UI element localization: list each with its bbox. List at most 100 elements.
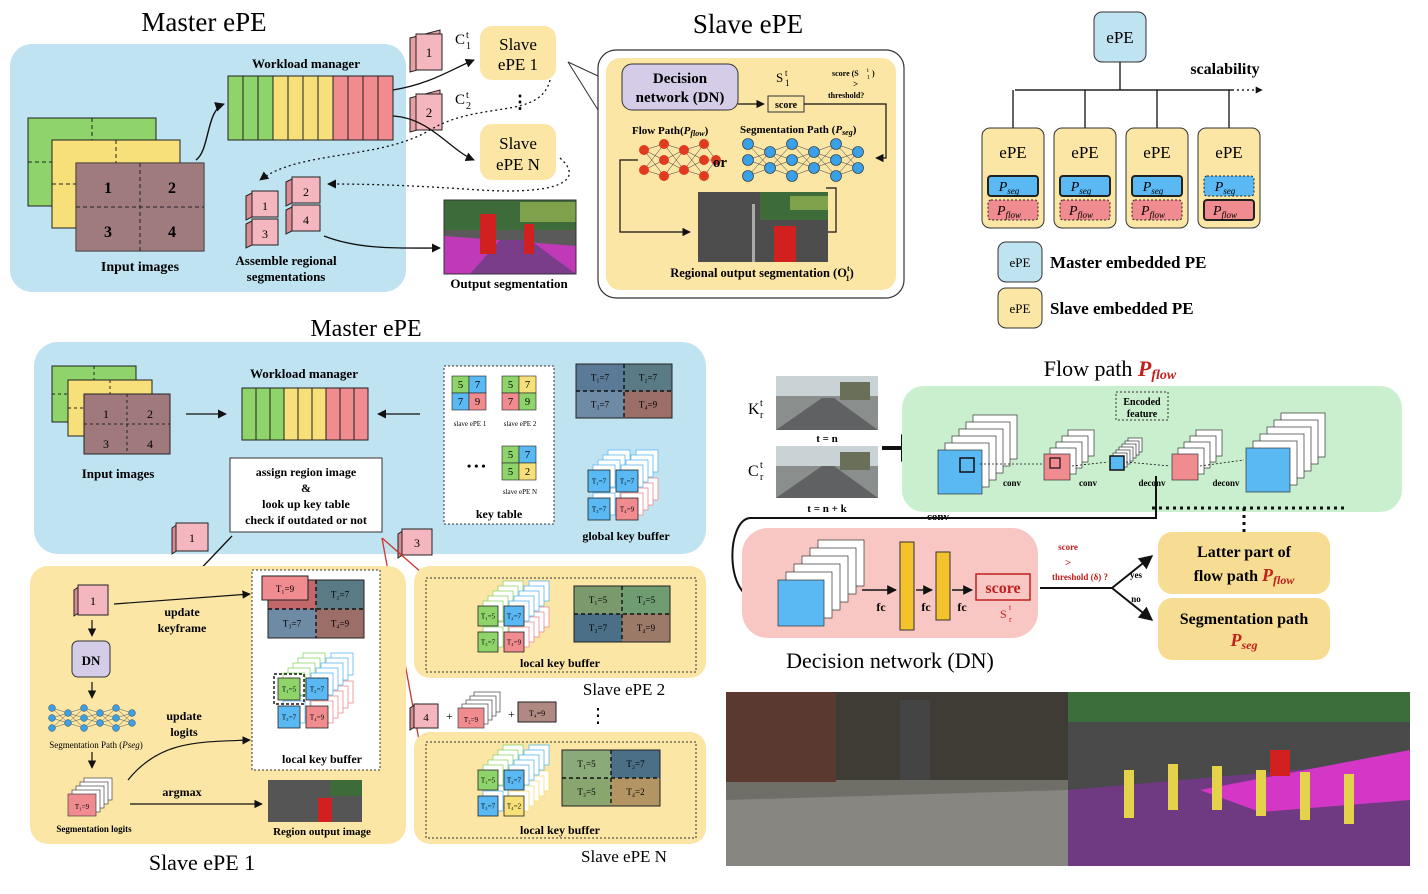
- arrow-no: [1111, 587, 1154, 621]
- map-quadrant: [624, 391, 672, 418]
- seg-path-label-bottom: Segmentation Path (: [49, 740, 122, 750]
- neuron: [112, 724, 120, 732]
- s-label: S: [776, 70, 783, 85]
- packet-label: 1: [90, 594, 96, 608]
- output-segmentation-image: [443, 199, 577, 275]
- stack-card: [477, 631, 499, 653]
- neuron: [830, 170, 842, 182]
- return-path-1: [259, 79, 551, 181]
- arrow-wm-to-slave1: [392, 58, 475, 91]
- key-cell: [518, 392, 537, 411]
- regional-sub: 1: [846, 274, 850, 283]
- map-t-label: T₁=7: [591, 373, 610, 383]
- map-t-label: T₃=7: [589, 623, 608, 633]
- arrow-wm-to-slaveN: [392, 115, 475, 162]
- epe-node-title: ePE: [1215, 143, 1242, 162]
- arrow-flow-to-output: [619, 159, 691, 237]
- segmentation-output-image: [1068, 692, 1410, 866]
- map-quadrant: [562, 750, 611, 778]
- segmentation-path-network: [742, 138, 864, 182]
- cr-sup: t: [760, 460, 763, 471]
- sr-label: S: [1000, 607, 1007, 621]
- t-nk-label: t = n + k: [807, 503, 847, 515]
- bottom-master-title: Master ePE: [310, 316, 421, 342]
- c2-sub: 2: [466, 101, 471, 112]
- neuron: [48, 724, 56, 732]
- svg-text:Pseg: Pseg: [1230, 630, 1258, 652]
- assign-l2: &: [301, 481, 311, 495]
- cond-sup: t: [867, 68, 869, 74]
- mid-card-b-text: T₄=9: [529, 709, 545, 718]
- stack-card: [305, 705, 329, 729]
- fc-bar-2: [935, 551, 951, 621]
- quadrant-label: 2: [147, 407, 153, 421]
- c1-text: C: [455, 32, 465, 48]
- c2-sup: t: [466, 90, 469, 101]
- stack-card-label: T₁=5: [481, 776, 496, 784]
- map-quadrant: [316, 580, 364, 609]
- return-path-n: [327, 157, 570, 192]
- neuron: [48, 714, 56, 722]
- t-n-label: t = n: [816, 433, 838, 445]
- kt-dots: • • •: [467, 459, 486, 473]
- tile-label: 1: [262, 199, 268, 213]
- legend-slave-box: [997, 287, 1043, 329]
- neuron: [808, 162, 820, 174]
- map-t-label: T₄=9: [637, 623, 656, 633]
- kt-cell-label: slave ePE 2: [504, 420, 537, 428]
- regional-close: ): [850, 266, 854, 280]
- c1-sup: t: [466, 30, 469, 41]
- quadrant-label: 1: [104, 180, 112, 197]
- pseg-box: [987, 175, 1039, 197]
- svg-text:C: C: [455, 32, 465, 48]
- cr-label: C: [748, 463, 759, 480]
- slave-epe-1-panel: Slave ePE 1 1 DN Segmentation Path (Pseg…: [30, 566, 406, 875]
- mini-segmentation-network: [48, 704, 136, 732]
- legend-master-label: Master embedded PE: [1050, 253, 1206, 272]
- neuron: [679, 145, 689, 155]
- map-quadrant: [611, 778, 660, 806]
- key-cell: [468, 392, 487, 411]
- neuron: [699, 171, 709, 181]
- svg-text:S: S: [1000, 607, 1007, 621]
- map-quadrant: [611, 750, 660, 778]
- neuron: [786, 170, 798, 182]
- pflow-box: [1131, 199, 1183, 221]
- neuron: [96, 709, 104, 717]
- slave-epe-n-box: Slave ePE N: [480, 124, 556, 180]
- top-master-title: Master ePE: [141, 7, 266, 37]
- regional-output-label: Regional output segmentation (O: [670, 266, 847, 280]
- stack-card: [305, 677, 329, 701]
- kr-label: K: [748, 401, 760, 418]
- quadrant-label: 3: [103, 437, 109, 451]
- stack-card: [503, 605, 525, 627]
- stack-card-label: T₃=7: [282, 714, 297, 722]
- svg-text:Flow Path(Pflow): Flow Path(Pflow): [632, 125, 709, 138]
- stack-card-label: T₂=7: [507, 612, 522, 620]
- deconv-label: deconv: [1139, 478, 1167, 488]
- packet-c1: 1: [409, 29, 443, 73]
- updated-keyframe-label: T₁=9: [276, 584, 295, 594]
- s-sup: t: [785, 68, 788, 78]
- epe-node-title: ePE: [999, 143, 1026, 162]
- cond-gt: >: [1065, 557, 1071, 569]
- stack-card-label: T₄=2: [507, 802, 522, 810]
- kt-cell-label: slave ePE 1: [454, 420, 487, 428]
- pseg-box: [1059, 175, 1111, 197]
- stack-card: [615, 469, 639, 493]
- argmax-label: argmax: [162, 785, 201, 799]
- map-t-label: T₁=5: [589, 595, 608, 605]
- map-quadrant: [624, 364, 672, 391]
- neuron: [764, 146, 776, 158]
- bottom-input-images: 1 2 3 4: [51, 365, 171, 455]
- neuron: [80, 714, 88, 722]
- top-right-hierarchy: ePE scalability ePEPsegPflowePEPsegPflow…: [981, 11, 1263, 329]
- pflow-box: [987, 199, 1039, 221]
- no-label: no: [1131, 594, 1141, 604]
- mid-card-a-label: T₂=9: [464, 716, 479, 724]
- encoded-feature-box: [1115, 391, 1169, 421]
- logit-card-label: T₁=9: [75, 803, 90, 811]
- stack-card-label: T₃=7: [481, 638, 496, 646]
- svg-text:Segmentation Path (Pseg): Segmentation Path (Pseg): [49, 740, 143, 750]
